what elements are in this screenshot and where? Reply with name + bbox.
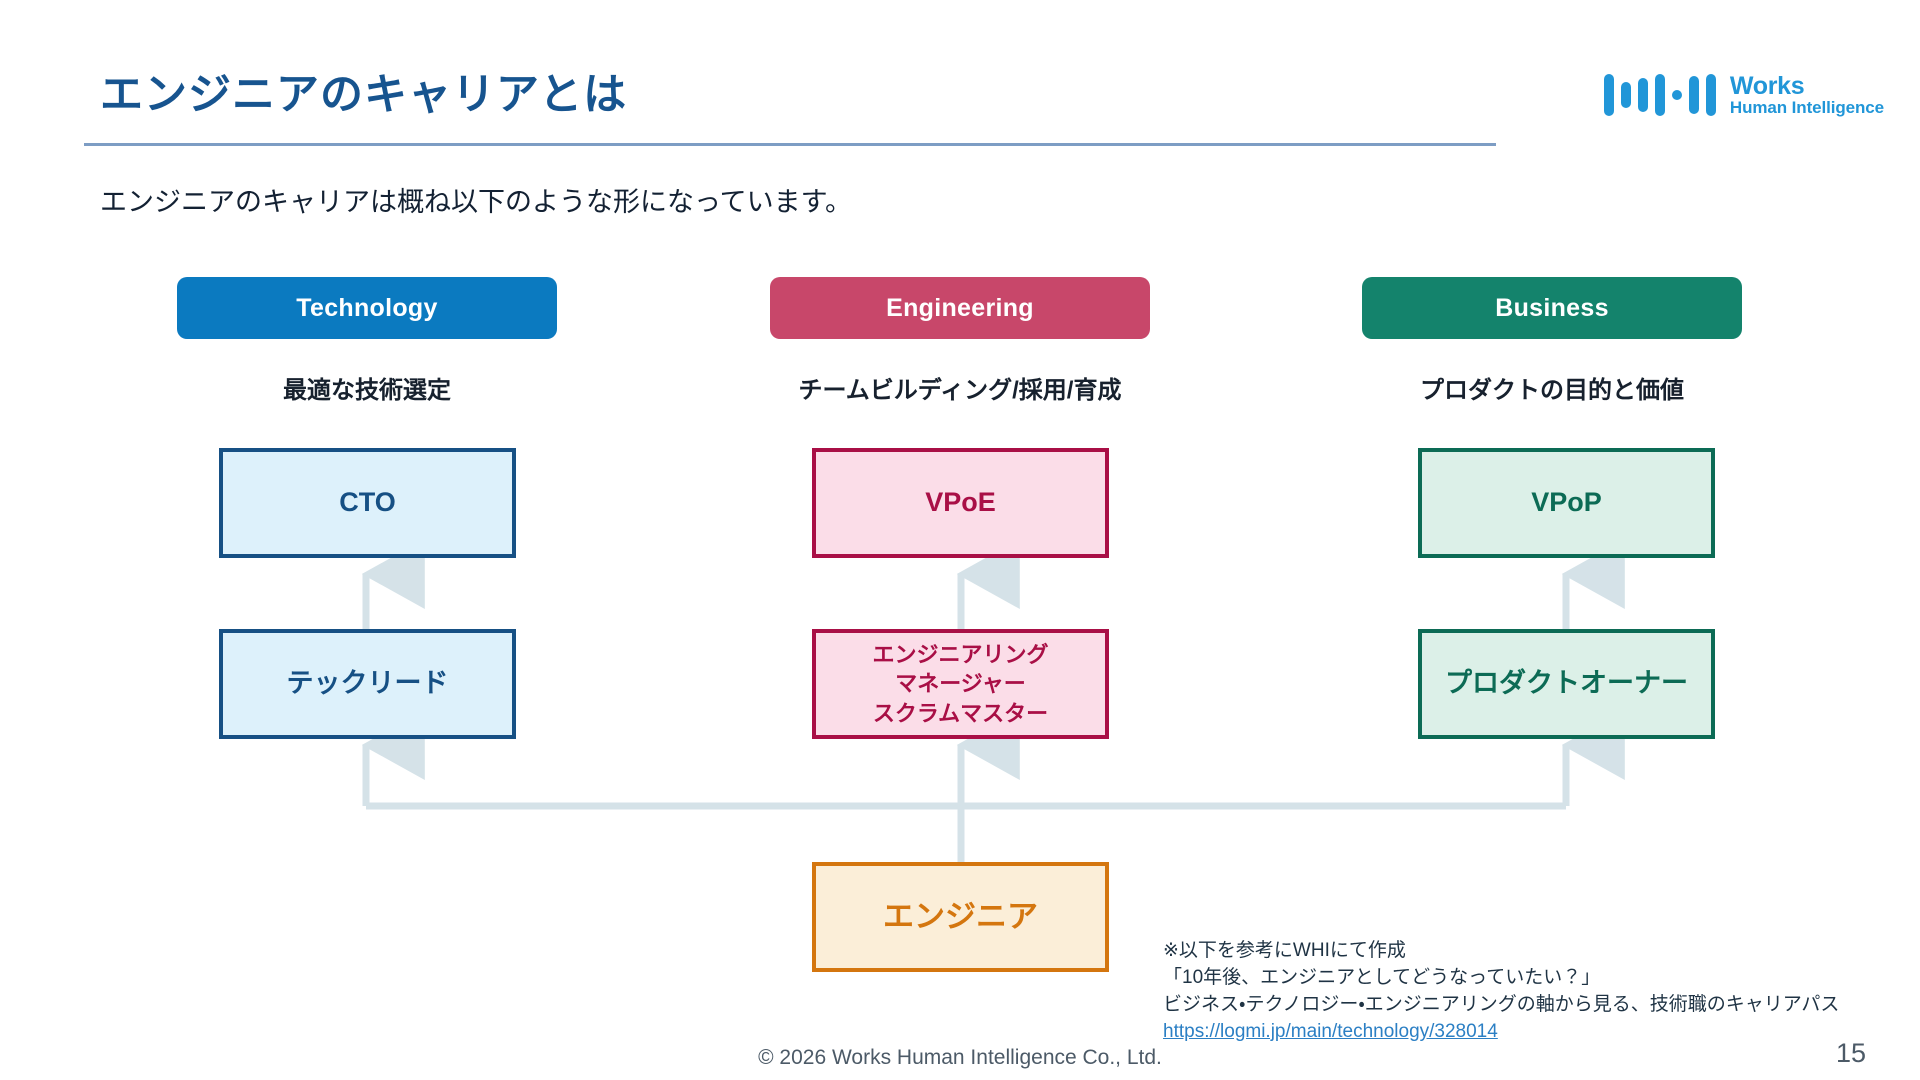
works-human-intelligence-logo: Works Human Intelligence — [1603, 71, 1884, 118]
copyright-text: © 2026 Works Human Intelligence Co., Ltd… — [758, 1046, 1162, 1069]
pillar-subtitle-engineering: チームビルディング/採用/育成 — [798, 377, 1122, 404]
role-node-vpop[interactable]: VPoP — [1418, 448, 1715, 558]
title-underline-rule — [84, 143, 1496, 146]
footnote-line-1: ※以下を参考にWHIにて作成 — [1163, 940, 1406, 961]
page-title: エンジニアのキャリアとは — [100, 71, 628, 119]
role-node-vpoe[interactable]: VPoE — [812, 448, 1109, 558]
pillar-header-technology: Technology — [177, 277, 557, 339]
source-link[interactable]: https://logmi.jp/main/technology/328014 — [1163, 1020, 1498, 1042]
footnote-line-2: 「10年後、エンジニアとしてどうなっていたい？」 — [1163, 966, 1601, 988]
role-node-engineer[interactable]: エンジニア — [812, 862, 1109, 972]
logo-text-primary: Works — [1729, 71, 1805, 100]
pillar-subtitle-business: プロダクトの目的と価値 — [1420, 377, 1684, 404]
logo-bars-icon — [1603, 72, 1716, 118]
source-footnote: ※以下を参考にWHIにて作成 「10年後、エンジニアとしてどうなっていたい？」 … — [1163, 938, 1839, 1046]
pillar-subtitle-technology: 最適な技術選定 — [283, 377, 451, 404]
lead-paragraph: エンジニアのキャリアは概ね以下のような形になっています。 — [100, 187, 852, 217]
role-node-cto[interactable]: CTO — [219, 448, 516, 558]
footnote-line-3: ビジネス・テクノロジー・エンジニアリングの軸から見る、技術職のキャリアパス — [1163, 993, 1840, 1015]
page-number: 15 — [1835, 1038, 1866, 1068]
pillar-header-business: Business — [1362, 277, 1742, 339]
role-node-product-owner[interactable]: プロダクトオーナー — [1418, 629, 1715, 739]
logo-text-secondary: Human Intelligence — [1729, 98, 1884, 118]
pillar-header-engineering: Engineering — [770, 277, 1150, 339]
role-node-tech-lead[interactable]: テックリード — [219, 629, 516, 739]
role-node-engineering-manager[interactable]: エンジニアリング マネージャー スクラムマスター — [812, 629, 1109, 739]
